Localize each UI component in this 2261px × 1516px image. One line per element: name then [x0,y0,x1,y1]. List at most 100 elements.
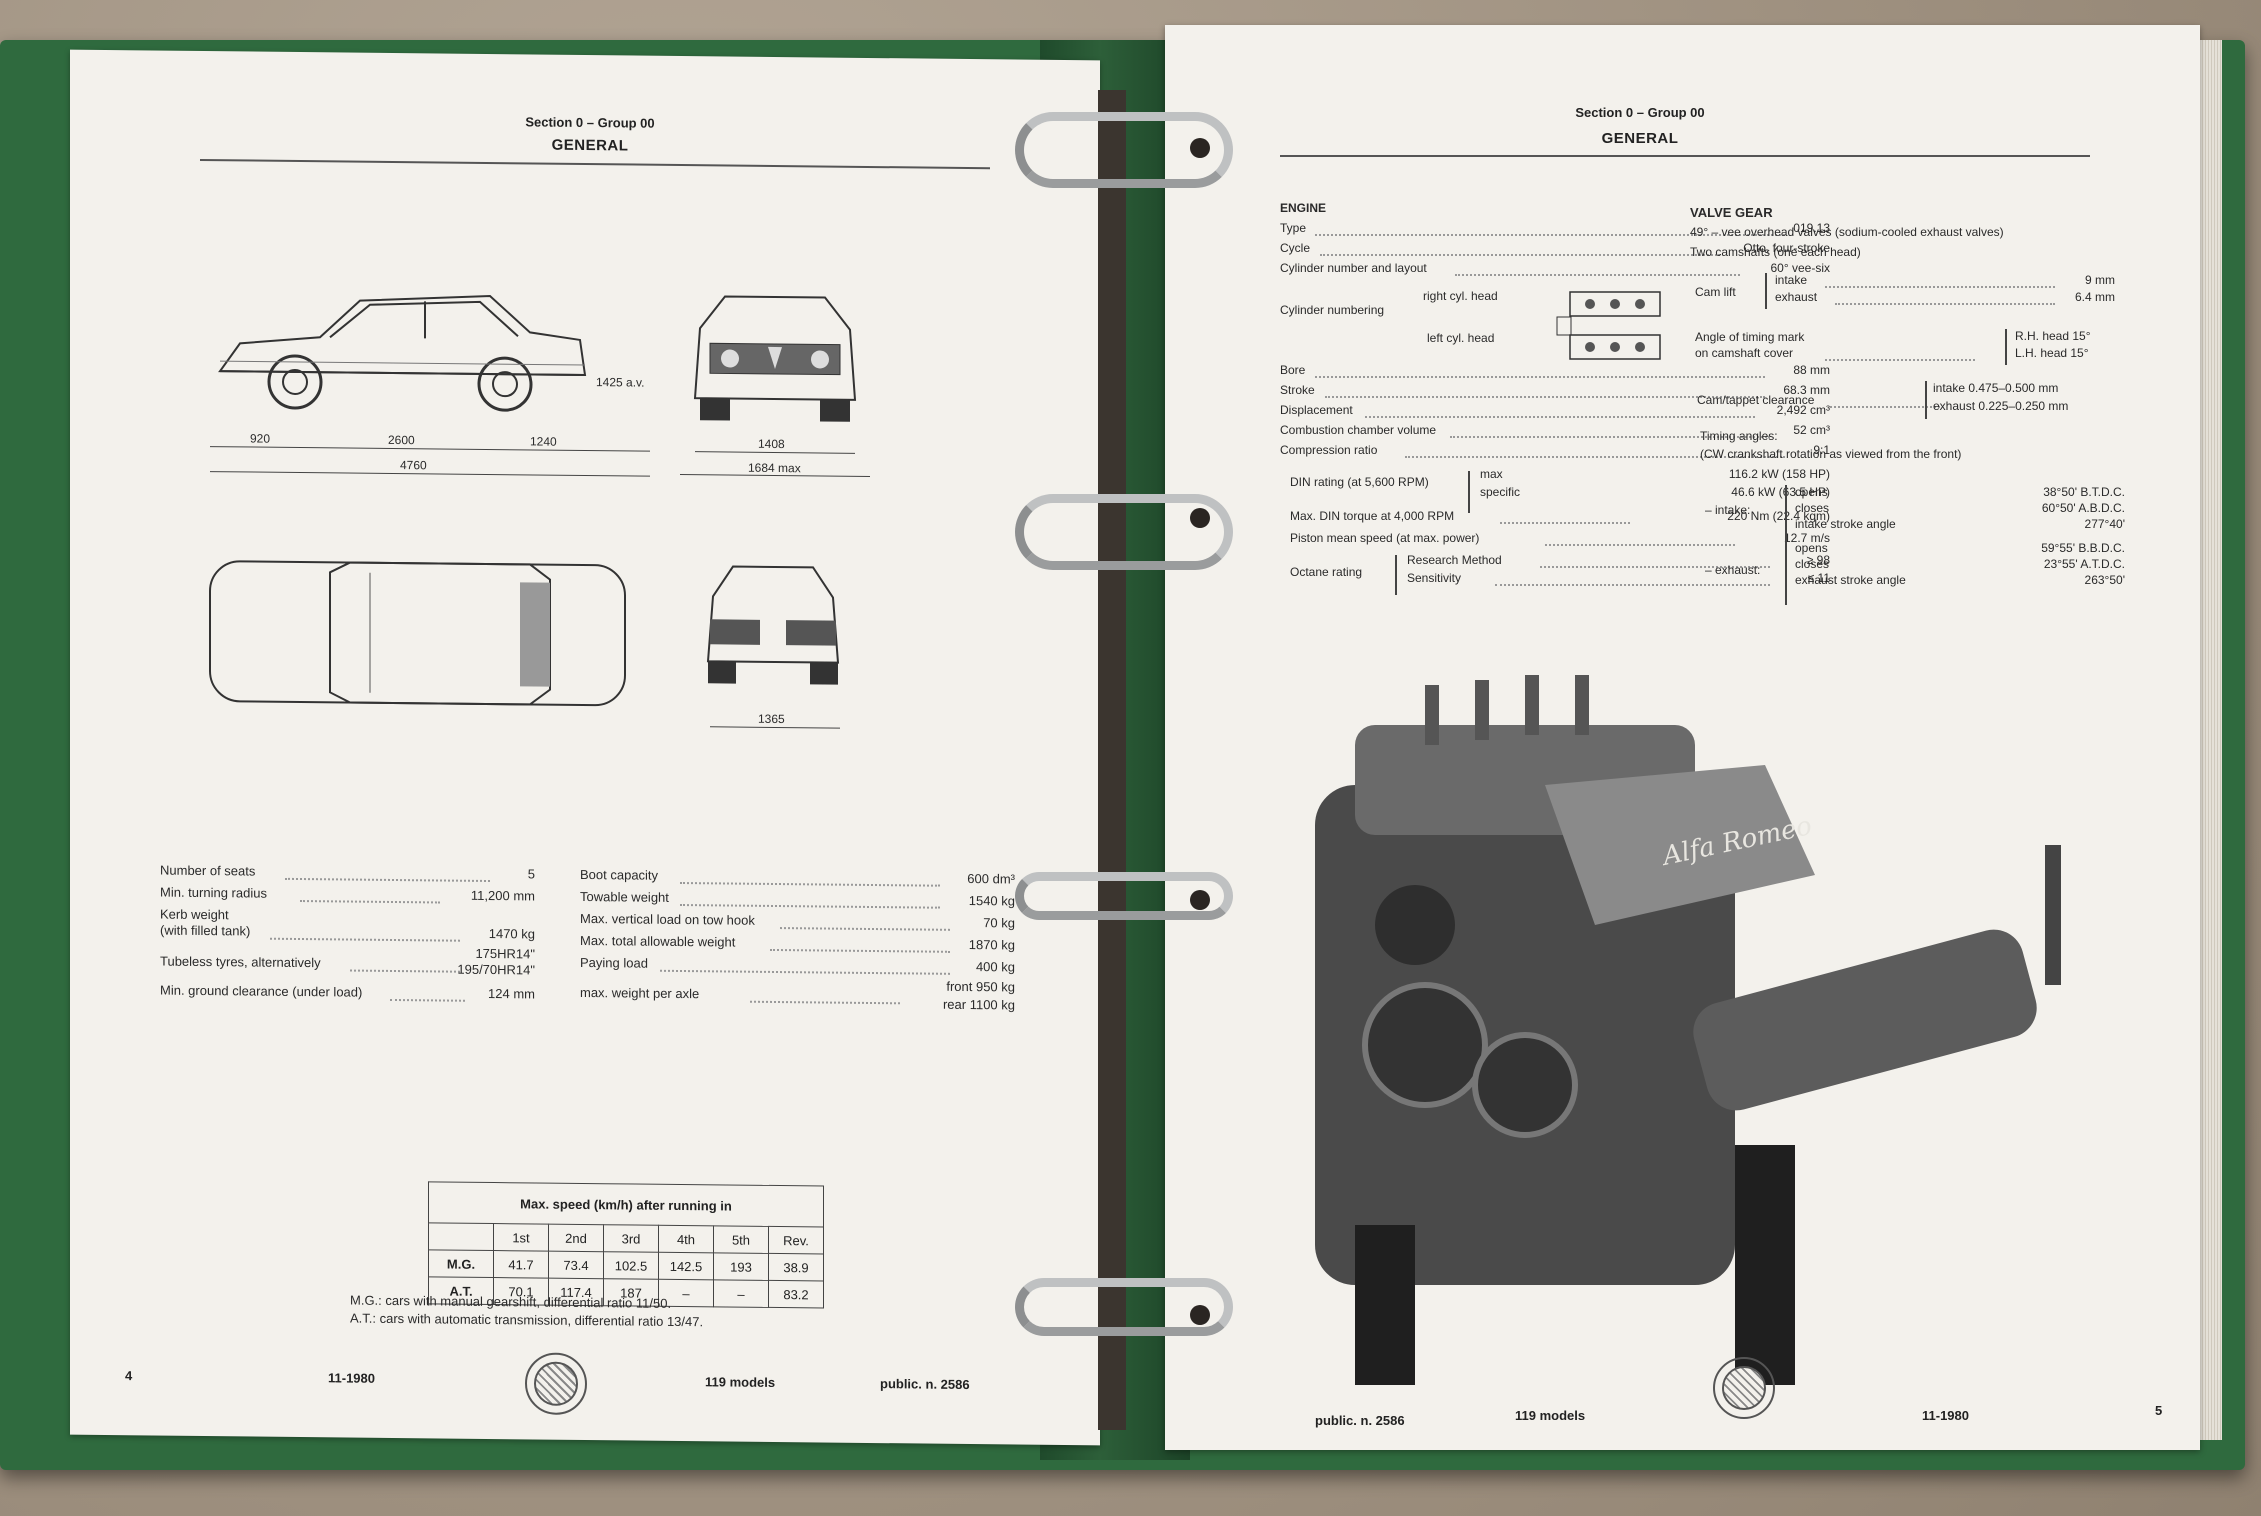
spec-kerb-value: 1470 kg [488,925,535,942]
right-page: Section 0 – Group 00 GENERAL ENGINE Type… [1165,25,2200,1450]
spec-total-label: Max. total allowable weight [580,932,736,950]
intake-opens-label: opens [1795,485,1828,499]
intake-opens-value: 38°50' B.T.D.C. [2043,485,2125,499]
car-side-view-drawing [218,294,587,412]
spec-axle-rear: rear 1100 kg [942,996,1015,1013]
spec-tyres-value2: 195/70HR14" [457,961,535,978]
torque-value: 220 Nm (22.4 kgm) [1727,509,1830,523]
intake-timing-label: – intake: [1705,503,1751,517]
col-1st: 1st [493,1223,549,1252]
dim-front-overhang: 920 [250,431,271,446]
spec-boot-label: Boot capacity [580,866,659,883]
intake-closes-label: closes [1795,501,1830,515]
footer-models: 119 models [705,1374,776,1390]
torque-label: Max. DIN torque at 4,000 RPM [1290,509,1455,523]
spec-kerb-label2: (with filled tank) [160,922,251,939]
car-top-view-drawing [209,560,626,707]
cam-lift-intake-value: 9 mm [2085,273,2115,287]
spec-tyres-value: 175HR14" [475,945,535,962]
page-stack-edge [2200,40,2222,1440]
engine-stroke-label: Stroke [1280,383,1315,397]
dim-width: 1684 max [748,460,801,476]
spec-hook-label: Max. vertical load on tow hook [580,910,755,928]
note-mg: M.G.: cars with manual gearshift, differ… [350,1292,672,1311]
footer-models: 119 models [1515,1408,1586,1423]
spec-clearance-value: 124 mm [488,985,535,1002]
octane-label: Octane rating [1290,565,1363,579]
spec-axle-label: max. weight per axle [580,984,700,1002]
timing-angles-note: (CW crankshaft rotation as viewed from t… [1700,447,1962,461]
octane-sensitivity-value: ≤ 11 [1807,571,1830,585]
dim-rear-overhang: 1240 [530,434,557,449]
engine-compression-value: 9:1 [1813,443,1830,457]
dim-height: 1425 a.v. [596,375,645,390]
engine-displacement-label: Displacement [1280,403,1353,417]
engine-displacement-value: 2,492 cm³ [1776,403,1830,417]
car-rear-view-drawing [706,565,840,685]
max-speed-table: Max. speed (km/h) after running in 1st 2… [428,1181,824,1308]
exhaust-opens-label: opens [1795,541,1828,555]
dim-length: 4760 [400,458,427,473]
section-label: Section 0 – Group 00 [525,114,655,131]
spec-turning-label: Min. turning radius [160,884,267,901]
timing-mark-lh: L.H. head 15° [2015,346,2089,360]
timing-mark-rh: R.H. head 15° [2015,329,2091,343]
engine-stroke-value: 68.3 mm [1783,383,1830,397]
din-specific-label: specific [1480,485,1521,499]
valve-desc-1: 49° – vee overhead valves (sodium-cooled… [1690,225,2004,239]
engine-cycle-value: Otto, four-stroke [1743,241,1830,255]
binder-spine-strip [1098,90,1126,1430]
col-4th: 4th [658,1225,714,1253]
intake-angle-value: 277°40' [2084,517,2125,531]
footer-date: 11-1980 [328,1370,375,1386]
dim-wheelbase: 2600 [388,432,415,448]
spec-kerb-label: Kerb weight [160,906,229,923]
page-title: GENERAL [551,136,629,155]
exhaust-closes-label: closes [1795,557,1830,571]
valve-desc-2: Two camshafts (one each head) [1690,245,1861,259]
footer-public: public. n. 2586 [880,1376,970,1393]
spec-total-value: 1870 kg [968,937,1015,953]
spec-payload-label: Paying load [580,954,648,971]
engine-compression-label: Compression ratio [1280,443,1378,457]
clearance-label: Cam/tappet clearance [1697,393,1815,407]
exhaust-opens-value: 59°55' B.B.D.C. [2041,541,2125,555]
binder-ring [1015,872,1233,920]
spec-turning-value: 11,200 mm [470,887,535,904]
spec-seats-label: Number of seats [160,862,256,879]
din-max-label: max [1480,467,1503,481]
cam-lift-label: Cam lift [1695,285,1736,299]
col-5th: 5th [713,1225,769,1254]
exhaust-angle-value: 263°50' [2084,573,2125,587]
timing-mark-label2: on camshaft cover [1695,346,1794,360]
binder-ring [1015,494,1233,570]
spec-tyres-label: Tubeless tyres, alternatively [160,953,321,971]
table-row: M.G. 41.7 73.4 102.5 142.5 193 38.9 [428,1249,824,1281]
engine-heading: ENGINE [1280,201,1327,215]
spec-hook-value: 70 kg [983,915,1015,931]
exhaust-timing-label: – exhaust: [1705,563,1761,577]
col-2nd: 2nd [548,1224,604,1252]
footer-public: public. n. 2586 [1315,1413,1405,1428]
intake-closes-value: 60°50' A.B.D.C. [2041,501,2125,515]
engine-bore-label: Bore [1280,363,1306,377]
left-page: Section 0 – Group 00 GENERAL 1425 a.v. 9… [70,49,1100,1446]
ring-hole [1190,508,1210,528]
clearance-exhaust: exhaust 0.225–0.250 mm [1933,399,2069,413]
page-title: GENERAL [1601,130,1679,147]
spec-towable-label: Towable weight [580,888,669,905]
piston-value: 12.7 m/s [1783,531,1830,545]
spec-payload-value: 400 kg [975,959,1015,975]
binder-ring [1015,1278,1233,1336]
engine-chamber-value: 52 cm³ [1793,423,1830,437]
octane-research-label: Research Method [1407,553,1502,567]
spec-seats-value: 5 [527,866,535,882]
section-label: Section 0 – Group 00 [1575,105,1705,120]
speed-table-title: Max. speed (km/h) after running in [428,1181,824,1227]
timing-mark-label1: Angle of timing mark [1695,330,1805,344]
cyl-right-head: right cyl. head [1423,289,1498,303]
din-specific-value: 46.6 kW (63.5 HP) [1731,485,1830,499]
engine-layout-value: 60° vee-six [1770,261,1831,275]
exhaust-angle-label: exhaust stroke angle [1795,573,1906,587]
cylinder-numbering-diagram [1556,291,1661,360]
